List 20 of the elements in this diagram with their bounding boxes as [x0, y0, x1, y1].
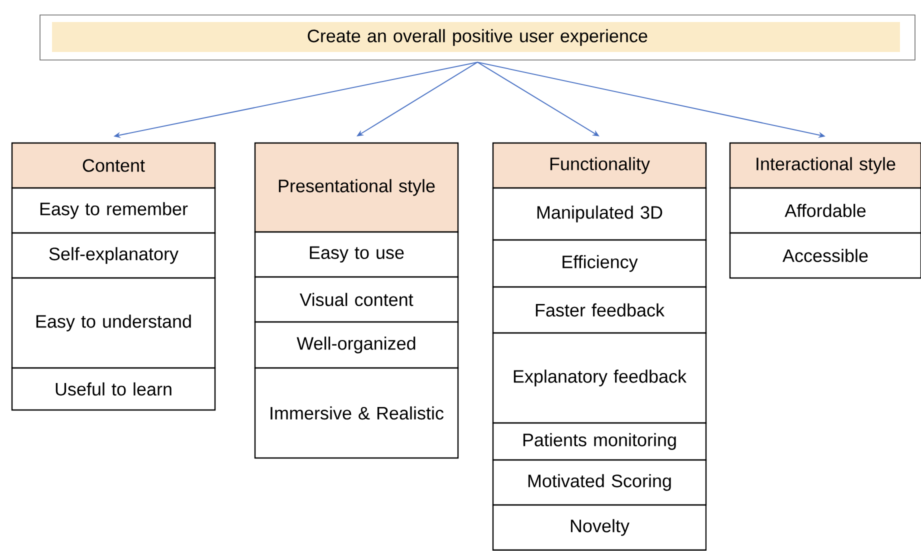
column-header: Content — [11, 142, 216, 189]
header-banner: Create an overall positive user experience — [40, 14, 916, 60]
table-cell: Affordable — [729, 187, 921, 234]
table-cell: Useful to learn — [11, 367, 216, 411]
table-cell: Accessible — [729, 232, 921, 279]
column-header: Presentational style — [254, 142, 459, 233]
table-cell: Well-organized — [254, 321, 459, 369]
table-cell: Easy to use — [254, 231, 459, 278]
table-cell: Manipulated 3D — [492, 187, 707, 241]
table-cell: Easy to remember — [11, 187, 216, 234]
table-cell: Self-explanatory — [11, 232, 216, 279]
table-cell: Immersive & Realistic — [254, 367, 459, 459]
column-header: Interactional style — [729, 142, 921, 189]
table-cell: Visual content — [254, 276, 459, 323]
table-cell: Motivated Scoring — [492, 459, 707, 506]
table-cell: Faster feedback — [492, 286, 707, 334]
table-cell: Novelty — [492, 504, 707, 551]
table-cell: Patients monitoring — [492, 422, 707, 461]
table-cell: Efficiency — [492, 239, 707, 288]
column-header: Functionality — [492, 142, 707, 189]
